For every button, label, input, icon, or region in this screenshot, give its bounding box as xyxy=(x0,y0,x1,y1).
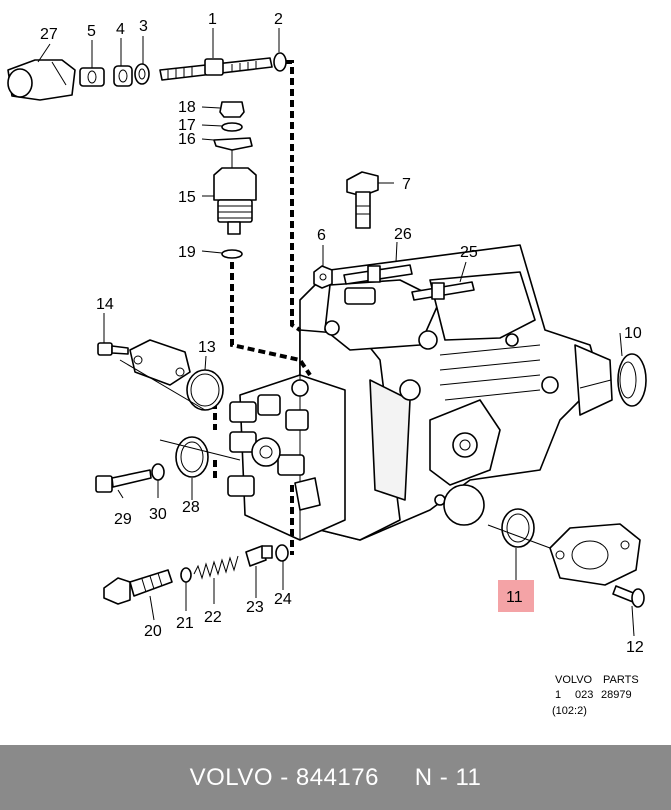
callout-4: 4 xyxy=(116,21,125,38)
reference-label: PARTS xyxy=(603,674,639,686)
delivery-valve-holders xyxy=(227,379,309,497)
exploded-parts-diagram: 1 2 3 4 5 27 18 17 16 15 19 7 6 26 25 10… xyxy=(7,11,647,717)
reference-block: VOLVO PARTS 1 023 28979 (102:2) xyxy=(552,674,639,717)
reference-line2-a: 1 xyxy=(555,689,561,701)
callout-5: 5 xyxy=(87,23,96,40)
reference-line2-c: 28979 xyxy=(601,689,632,701)
distributor-head xyxy=(227,374,346,541)
part-22-spring xyxy=(193,555,239,580)
callout-6: 6 xyxy=(317,227,326,244)
callout-22: 22 xyxy=(204,609,222,626)
callout-20: 20 xyxy=(144,623,162,640)
callout-27: 27 xyxy=(40,26,58,43)
callout-16: 16 xyxy=(178,131,196,148)
part-27-fitting xyxy=(7,59,76,101)
part-13-oring xyxy=(186,369,224,411)
part-30-washer xyxy=(151,463,165,481)
reference-line3: (102:2) xyxy=(552,705,587,717)
callout-21: 21 xyxy=(176,615,194,632)
part-28-ring xyxy=(175,436,209,478)
callout-18: 18 xyxy=(178,99,196,116)
part-18-nut xyxy=(219,101,245,118)
callout-29: 29 xyxy=(114,511,132,528)
callout-12: 12 xyxy=(626,639,644,656)
callout-14: 14 xyxy=(96,296,114,313)
part-26-stud xyxy=(343,264,413,285)
callout-26: 26 xyxy=(394,226,412,243)
callout-23: 23 xyxy=(246,599,264,616)
part-29-bolt xyxy=(95,469,152,493)
part-11-oring xyxy=(443,484,535,548)
leader-lines xyxy=(37,28,635,637)
part-1-stud xyxy=(159,57,273,81)
callout-3: 3 xyxy=(139,18,148,35)
part-7-banjo-bolt xyxy=(346,171,379,229)
callout-19: 19 xyxy=(178,244,196,261)
callout-13: 13 xyxy=(198,339,216,356)
highlight-box xyxy=(498,580,534,612)
part-19-oring xyxy=(221,249,243,259)
part-17-washer xyxy=(221,122,243,132)
part-15-solenoid xyxy=(213,150,257,235)
callout-labels: 1 2 3 4 5 27 18 17 16 15 19 7 6 26 25 10… xyxy=(40,11,644,656)
callout-25: 25 xyxy=(460,244,478,261)
part-4-washer xyxy=(113,65,133,87)
part-25-stud xyxy=(411,281,475,301)
callout-28: 28 xyxy=(182,499,200,516)
callout-2: 2 xyxy=(274,11,283,28)
part-24-seal xyxy=(275,544,289,562)
callout-1: 1 xyxy=(208,11,217,28)
callout-24: 24 xyxy=(274,591,292,608)
callout-7: 7 xyxy=(402,176,411,193)
part-6-nut xyxy=(313,265,333,289)
callout-10: 10 xyxy=(624,325,642,342)
part-5-nut xyxy=(79,67,105,87)
bottom-cover xyxy=(549,523,641,586)
part-14-bolt xyxy=(97,342,129,356)
part-12-screw xyxy=(612,585,645,608)
footer-bar: VOLVO - 844176 N - 11 xyxy=(0,745,671,810)
callout-30: 30 xyxy=(149,506,167,523)
callout-17: 17 xyxy=(178,117,196,134)
cover-plate xyxy=(129,339,191,386)
part-10-seal xyxy=(617,353,647,407)
part-20-plug xyxy=(103,569,173,605)
part-3-washer xyxy=(134,63,150,85)
part-23-piston xyxy=(245,545,273,567)
callout-15: 15 xyxy=(178,189,196,206)
part-21-washer xyxy=(180,567,192,583)
part-16-terminal xyxy=(213,137,253,151)
part-2-seal xyxy=(273,52,287,72)
callout-11: 11 xyxy=(506,589,523,606)
footer-part-number: VOLVO - 844176 N - 11 xyxy=(189,763,482,791)
reference-brand: VOLVO xyxy=(555,674,593,686)
reference-line2-b: 023 xyxy=(575,689,593,701)
